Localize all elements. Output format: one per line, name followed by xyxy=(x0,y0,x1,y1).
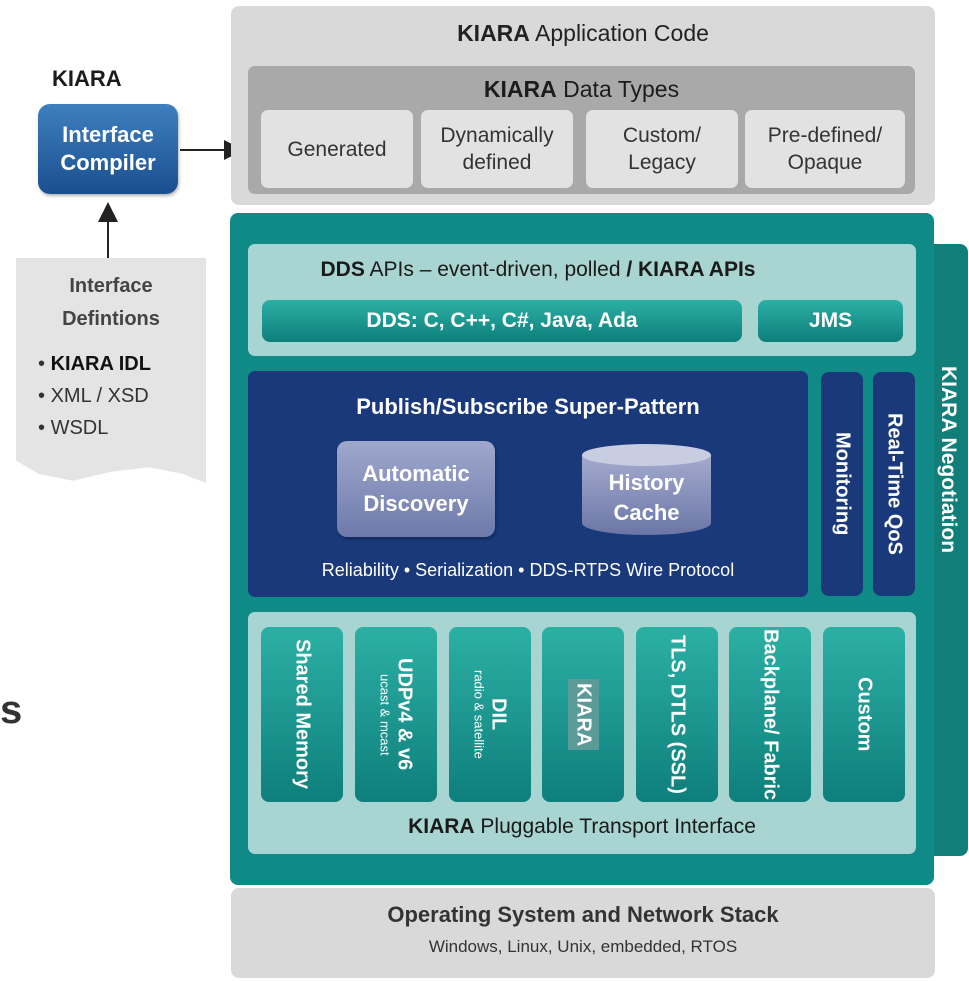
transport-title-brand: KIARA xyxy=(408,815,475,838)
jms-pill: JMS xyxy=(758,300,903,342)
type-line2: Opaque xyxy=(787,151,863,174)
transport-sublabel: ucast & mcast xyxy=(377,673,393,756)
bullet-icon: • xyxy=(38,385,46,407)
os-title: Operating System and Network Stack xyxy=(387,902,779,927)
transport-label: UDPv4 & v6 xyxy=(393,658,416,771)
compiler-line2: Compiler xyxy=(60,150,156,175)
definitions-title: Interface Defintions xyxy=(16,270,206,336)
cache-line1: History xyxy=(608,470,685,495)
compiler-line1: Interface xyxy=(62,122,154,147)
transport-label: Custom xyxy=(853,677,876,752)
transport-title-text: Pluggable Transport Interface xyxy=(474,815,756,838)
transport-backplane: Backplane/ Fabric xyxy=(729,627,811,802)
interface-definitions-document: Interface Defintions • KIARA IDL • XML /… xyxy=(16,258,206,483)
app-title-brand: KIARA xyxy=(457,20,530,46)
definitions-item: • WSDL xyxy=(38,412,151,444)
realtime-qos-bar: Real-Time QoS xyxy=(873,372,915,596)
transport-shared-memory: Shared Memory xyxy=(261,627,343,802)
bullet-icon: • xyxy=(38,417,46,439)
definitions-item-label: XML / XSD xyxy=(50,385,149,407)
definitions-list: • KIARA IDL • XML / XSD • WSDL xyxy=(38,348,151,444)
transport-tls-dtls: TLS, DTLS (SSL) xyxy=(636,627,718,802)
type-generated: Generated xyxy=(261,110,413,188)
type-line1: Dynamically xyxy=(440,124,554,147)
types-title-brand: KIARA xyxy=(483,76,557,102)
definitions-item-label: KIARA IDL xyxy=(50,353,151,375)
type-line1: Generated xyxy=(287,137,387,161)
type-custom-legacy: Custom/ Legacy xyxy=(586,110,738,188)
kiara-negotiation-label: KIARA Negotiation xyxy=(937,366,960,554)
qos-label: Real-Time QoS xyxy=(883,413,906,555)
bullet-icon: • xyxy=(38,353,46,375)
history-cache-label: History Cache xyxy=(580,468,713,528)
os-subtitle: Windows, Linux, Unix, embedded, RTOS xyxy=(428,937,738,956)
definitions-item: • XML / XSD xyxy=(38,380,151,412)
monitoring-label: Monitoring xyxy=(831,432,854,536)
transport-label: DIL xyxy=(487,698,510,731)
apis-title-kiara: / KIARA APIs xyxy=(626,258,756,281)
interface-compiler-box: Interface Compiler xyxy=(38,104,178,194)
discovery-line1: Automatic xyxy=(362,461,470,486)
pubsub-title: Publish/Subscribe Super-Pattern xyxy=(356,394,700,419)
automatic-discovery-box: Automatic Discovery xyxy=(337,441,495,537)
transport-label: Backplane/ Fabric xyxy=(759,628,782,801)
definitions-item: • KIARA IDL xyxy=(38,348,151,380)
type-line1: Pre-defined/ xyxy=(767,124,883,147)
type-predefined-opaque: Pre-defined/ Opaque xyxy=(745,110,905,188)
types-title-text: Data Types xyxy=(556,76,680,102)
type-line1: Custom/ xyxy=(622,124,702,147)
history-cache-cylinder-icon xyxy=(582,444,711,535)
discovery-line2: Discovery xyxy=(363,491,469,516)
apis-title-dds: DDS xyxy=(320,258,365,281)
type-line2: defined xyxy=(462,151,532,174)
app-title-text: Application Code xyxy=(529,20,709,46)
application-code-title: KIARA Application Code xyxy=(231,20,935,47)
stray-character: s xyxy=(0,688,23,732)
type-dynamically-defined: Dynamically defined xyxy=(421,110,573,188)
transport-sublabel: radio & satellite xyxy=(471,670,487,759)
transport-label: TLS, DTLS (SSL) xyxy=(666,635,689,794)
data-types-title: KIARA Data Types xyxy=(248,76,915,103)
apis-title: DDS APIs – event-driven, polled / KIARA … xyxy=(248,258,828,282)
definitions-title-line2: Defintions xyxy=(62,308,160,330)
apis-title-mid: APIs – event-driven, polled xyxy=(364,258,627,281)
type-line2: Legacy xyxy=(628,151,696,174)
transport-interface-title: KIARA Pluggable Transport Interface xyxy=(248,815,916,839)
transport-label: KIARA xyxy=(567,678,599,751)
cache-line2: Cache xyxy=(613,500,680,525)
kiara-brand-label: KIARA xyxy=(52,66,122,91)
definitions-title-line1: Interface xyxy=(69,275,153,297)
transport-custom: Custom xyxy=(823,627,905,802)
os-network-layer xyxy=(231,888,935,978)
transport-label: Shared Memory xyxy=(291,639,314,790)
transport-kiara: KIARA xyxy=(542,627,624,802)
pubsub-footer: Reliability • Serialization • DDS-RTPS W… xyxy=(321,560,735,580)
definitions-item-label: WSDL xyxy=(50,417,109,439)
monitoring-bar: Monitoring xyxy=(821,372,863,596)
dds-languages-pill: DDS: C, C++, C#, Java, Ada xyxy=(262,300,742,342)
